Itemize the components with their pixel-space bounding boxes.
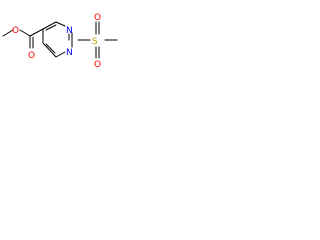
sulfonyl-oxygen-lower-label: O <box>94 60 101 70</box>
sulfur-label: S <box>92 37 98 47</box>
sulfonyl-oxygen-upper-label: O <box>94 13 101 23</box>
molecule-svg: O O N N S O O <box>2 13 118 70</box>
ring-nitrogen-lower-label: N <box>66 48 73 58</box>
methyl-ester-oxygen-label: O <box>12 26 19 36</box>
bond-ring-c6-c5 <box>42 42 57 58</box>
bond-ring-c4-n3 <box>55 21 66 27</box>
structure-diagram: O O N N S O O <box>0 0 154 83</box>
bond-ester-o-carbonyl-c <box>19 29 31 37</box>
bond-ring-n1-c6 <box>55 51 66 58</box>
bond-ring-c5-c4 <box>42 21 57 30</box>
bond-ring-c5-c4-inner <box>45 24 57 31</box>
ring-nitrogen-upper-label: N <box>66 26 73 36</box>
carbonyl-oxygen-label: O <box>28 51 35 61</box>
bond-ring-c6-c5-inner <box>45 43 56 54</box>
bond-methyl-ester-o <box>2 29 14 37</box>
bond-carbonyl-ring <box>29 28 44 37</box>
